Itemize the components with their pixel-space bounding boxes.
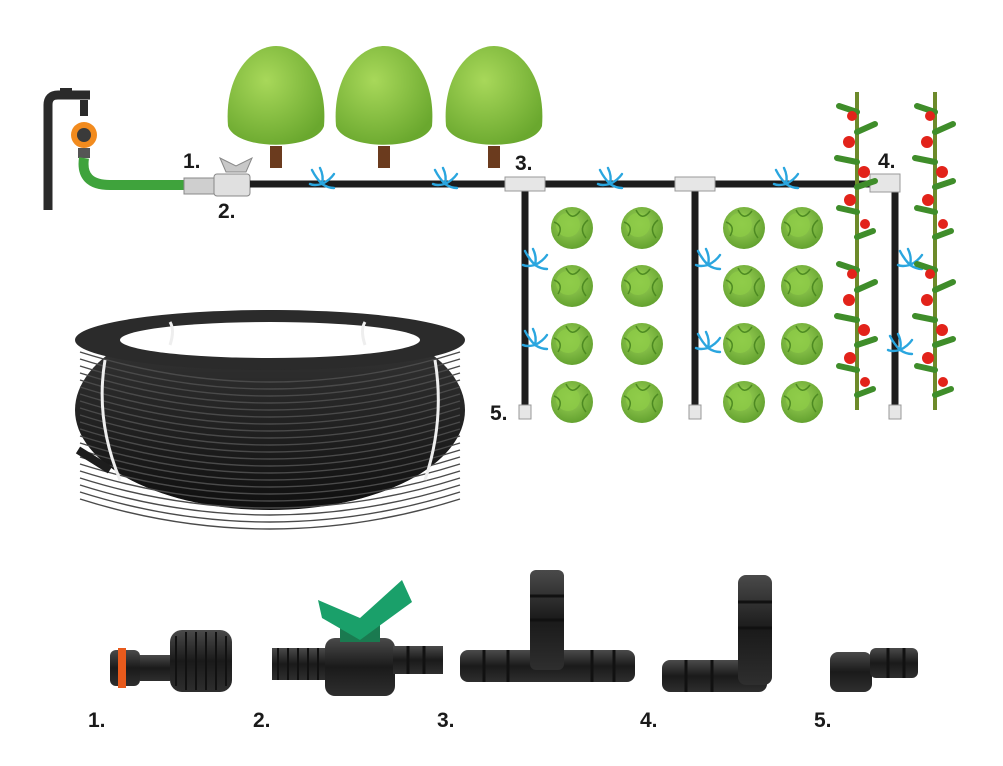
tree-icon [335, 46, 433, 168]
cabbage-icon [722, 264, 766, 308]
cabbage-icon [722, 322, 766, 366]
cabbage-icon [550, 264, 594, 308]
diagram-label-4: 4. [878, 150, 896, 173]
tomato-plant-icon [837, 250, 875, 410]
tomato-plant-icon [915, 92, 953, 252]
tomato-plant-icon [837, 92, 875, 252]
part-label-3: 3. [437, 709, 455, 732]
water-drip-icon [694, 247, 722, 271]
cabbage-icon [620, 264, 664, 308]
cabbage-icon [780, 206, 824, 250]
end-plug-icon [830, 648, 918, 692]
cabbage-icon [620, 322, 664, 366]
diagram-label-1: 1. [183, 150, 201, 173]
part-label-1: 1. [88, 709, 106, 732]
part-label-4: 4. [640, 709, 658, 732]
cabbage-grid [550, 206, 824, 424]
cabbage-icon [780, 380, 824, 424]
tee-connector-icon [460, 570, 635, 682]
cabbage-icon [722, 206, 766, 250]
garden-hose-icon [78, 157, 185, 190]
part-label-2: 2. [253, 709, 271, 732]
tree-icon [227, 46, 325, 168]
tree-icon [445, 46, 543, 168]
water-tap-icon [43, 88, 90, 210]
water-drip-icon [694, 330, 722, 354]
cabbage-icon [550, 380, 594, 424]
diagram-label-3: 3. [515, 152, 533, 175]
shutoff-valve-icon [272, 580, 443, 696]
cabbage-icon [780, 264, 824, 308]
quick-connector-icon [110, 630, 232, 692]
diagram-label-5: 5. [490, 402, 508, 425]
cabbage-icon [780, 322, 824, 366]
cabbage-icon [550, 322, 594, 366]
elbow-connector-icon [662, 575, 772, 692]
drip-hose-coil-icon [75, 310, 465, 530]
cabbage-icon [722, 380, 766, 424]
cabbage-icon [620, 380, 664, 424]
diagram-label-2: 2. [218, 200, 236, 223]
part-label-5: 5. [814, 709, 832, 732]
tomato-plant-icon [915, 250, 953, 410]
cabbage-icon [620, 206, 664, 250]
cabbage-icon [550, 206, 594, 250]
water-timer-icon [71, 122, 97, 158]
